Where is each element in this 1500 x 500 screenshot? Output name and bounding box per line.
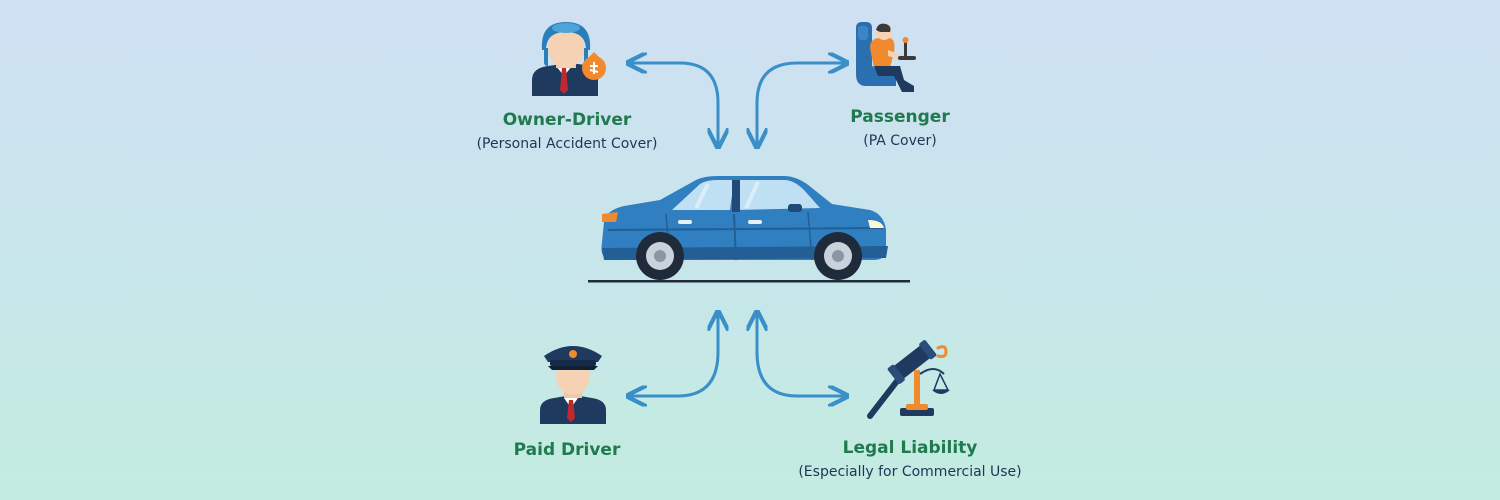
arrow-legal-liability bbox=[757, 314, 845, 396]
blue-sedan-car-icon bbox=[588, 176, 910, 283]
node-passenger-title: Passenger bbox=[850, 107, 950, 127]
seated-passenger-icon bbox=[856, 22, 916, 92]
node-owner-driver-subtitle: (Personal Accident Cover) bbox=[476, 136, 658, 152]
arrow-passenger bbox=[757, 63, 845, 145]
node-owner-driver-title: Owner-Driver bbox=[502, 110, 632, 130]
gavel-scale-icon bbox=[867, 340, 950, 419]
node-legal-liability-subtitle: (Especially for Commercial Use) bbox=[798, 464, 1022, 480]
chauffeur-icon bbox=[540, 346, 606, 424]
node-owner-driver: Owner-Driver (Personal Accident Cover) bbox=[447, 109, 687, 154]
node-passenger-subtitle: (PA Cover) bbox=[863, 133, 937, 149]
node-paid-driver: Paid Driver bbox=[467, 439, 667, 461]
node-legal-liability-title: Legal Liability bbox=[842, 438, 978, 458]
node-legal-liability: Legal Liability (Especially for Commerci… bbox=[760, 437, 1060, 482]
arrow-owner-driver bbox=[630, 63, 718, 145]
node-paid-driver-title: Paid Driver bbox=[513, 440, 621, 460]
arrow-paid-driver bbox=[630, 314, 718, 396]
node-passenger: Passenger (PA Cover) bbox=[800, 106, 1000, 151]
helmet-driver-icon bbox=[532, 22, 606, 96]
